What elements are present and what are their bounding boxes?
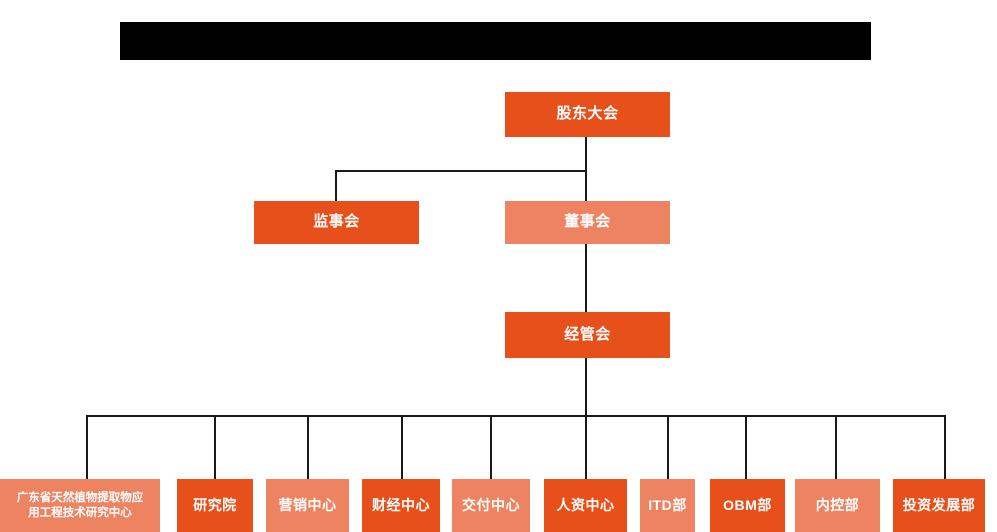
node-finance-center[interactable]: 财经中心 (362, 479, 440, 532)
connector-drop-itd-dept (667, 415, 669, 479)
connector-drop-delivery-center (490, 415, 492, 479)
connector-drop-research-institute (214, 415, 216, 479)
connector-shareholders-down (585, 137, 587, 171)
connector-leaf-bus (86, 415, 945, 417)
node-research-institute[interactable]: 研究院 (177, 479, 253, 532)
node-itd-dept[interactable]: ITD部 (640, 479, 695, 532)
node-obm-dept[interactable]: OBM部 (710, 479, 785, 532)
node-directors[interactable]: 董事会 (505, 201, 670, 244)
connector-drop-finance-center (401, 415, 403, 479)
node-investment-development-dept[interactable]: 投资发展部 (893, 479, 985, 532)
connector-drop-obm-dept (745, 415, 747, 479)
node-shareholders[interactable]: 股东大会 (505, 92, 670, 137)
node-engineering-center-line1: 广东省天然植物提取物应 (16, 492, 144, 505)
connector-drop-hr-center (585, 415, 587, 479)
node-supervisors[interactable]: 监事会 (254, 201, 419, 244)
node-marketing-center[interactable]: 营销中心 (266, 479, 349, 532)
connector-directors-to-management (585, 243, 587, 312)
connector-management-down (585, 358, 587, 416)
connector-drop-investment-development-dept (944, 415, 946, 479)
connector-level2-bus (335, 170, 587, 172)
node-internal-control-dept[interactable]: 内控部 (795, 479, 880, 532)
node-hr-center[interactable]: 人资中心 (544, 479, 627, 532)
connector-directors-down (585, 170, 587, 201)
node-management[interactable]: 经管会 (505, 312, 670, 358)
node-engineering-center-text: 广东省天然植物提取物应 用工程技术研究中心 (17, 491, 144, 520)
connector-drop-internal-control-dept (835, 415, 837, 479)
node-engineering-center-line2: 用工程技术研究中心 (28, 506, 132, 519)
node-engineering-center[interactable]: 广东省天然植物提取物应 用工程技术研究中心 (0, 479, 160, 532)
connector-drop-engineering-center (86, 415, 88, 479)
redacted-title-bar (120, 22, 871, 60)
node-delivery-center[interactable]: 交付中心 (452, 479, 530, 532)
connector-supervisors-down (335, 170, 337, 201)
connector-drop-marketing-center (307, 415, 309, 479)
